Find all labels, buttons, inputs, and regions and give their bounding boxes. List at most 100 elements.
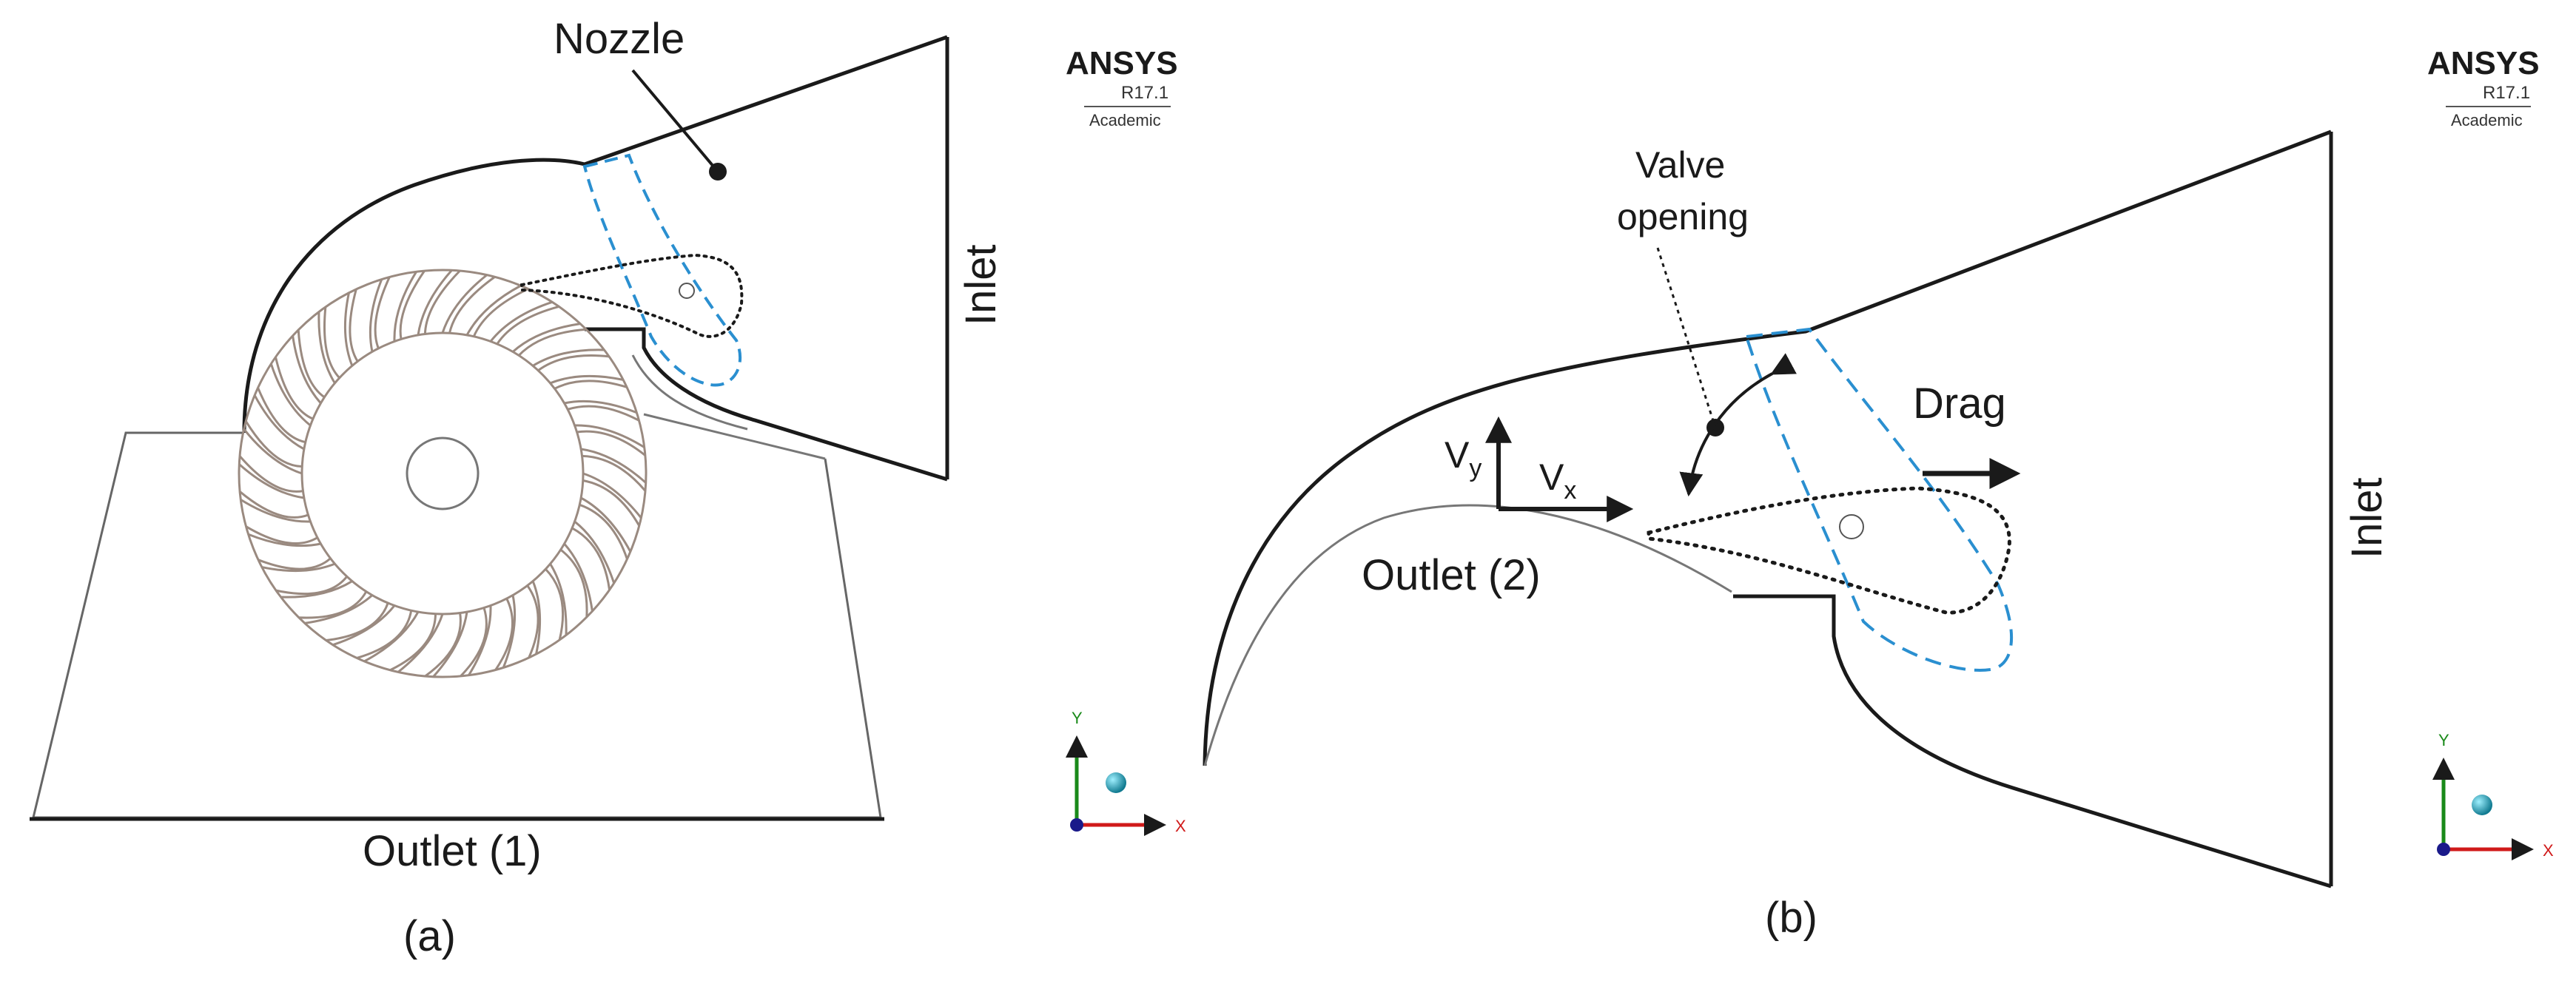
svg-text:X: X: [2543, 841, 2554, 860]
impeller-blade: [563, 543, 593, 612]
svg-text:Y: Y: [1072, 709, 1083, 727]
impeller-blade: [397, 613, 444, 673]
impeller-blade: [559, 548, 588, 618]
nozzle-lower-wall-a: [585, 327, 948, 482]
impeller-blade: [549, 374, 624, 385]
impeller-blade: [580, 448, 647, 484]
impeller-blade: [253, 394, 305, 451]
impeller-blade: [417, 269, 453, 336]
outlet-2-label: Outlet (2): [1362, 551, 1541, 599]
impeller-blade: [297, 329, 326, 399]
caption-b: (b): [1765, 894, 1817, 942]
impeller-blade: [564, 400, 637, 414]
vy-label: Vy: [1445, 434, 1482, 482]
impeller-blade: [424, 613, 462, 678]
axis-triad-a: Y X: [1066, 709, 1186, 836]
impeller-blade: [567, 405, 640, 422]
impeller-blade: [349, 289, 359, 363]
impeller: [238, 269, 648, 678]
impeller-blade: [571, 527, 611, 590]
impeller-blade: [518, 328, 587, 357]
impeller-blade: [389, 613, 437, 672]
impeller-blade: [280, 580, 353, 599]
impeller-blade: [549, 563, 568, 636]
impeller-blade: [582, 454, 647, 492]
valve-dotted-b: [1647, 486, 2011, 615]
impeller-blade: [243, 428, 303, 475]
impeller-blade: [468, 605, 492, 676]
impeller-blade: [304, 594, 373, 624]
ansys-watermark-b: ANSYS R17.1 Academic: [2427, 45, 2540, 129]
drag-label: Drag: [1913, 380, 2006, 428]
impeller-blade: [317, 311, 336, 384]
housing-right-edge-a: [643, 413, 826, 460]
svg-text:Y: Y: [2438, 731, 2449, 749]
impeller-blade: [496, 306, 559, 345]
impeller-blade: [326, 602, 389, 642]
impeller-blade: [423, 269, 461, 334]
impeller-blade: [579, 503, 628, 560]
caption-a: (a): [403, 912, 456, 960]
impeller-blade: [532, 348, 605, 367]
impeller-blade: [269, 363, 312, 427]
impeller-blade: [258, 557, 332, 570]
impeller-blade: [448, 276, 496, 334]
ansys-watermark-a: ANSYS R17.1 Academic: [1066, 45, 1178, 129]
inlet-label-a: Inlet: [957, 244, 1005, 326]
impeller-blade: [323, 306, 340, 379]
valve-pivot-b: [1839, 514, 1864, 539]
impeller-blade: [343, 292, 354, 367]
inlet-label-b: Inlet: [2343, 477, 2391, 559]
volute-wall-b: [1203, 129, 2332, 766]
valve-opening-leader: [1656, 247, 1717, 428]
impeller-blade: [489, 300, 553, 343]
outlet-1-label: Outlet (1): [363, 827, 542, 875]
valve-opening-label-1: Valve: [1635, 144, 1725, 186]
valve-opening-label-2: opening: [1617, 196, 1749, 237]
impeller-blade: [257, 387, 306, 444]
impeller-blade: [238, 455, 303, 493]
impeller-blade: [576, 430, 646, 456]
impeller-blade: [554, 380, 628, 390]
impeller-blade: [537, 354, 610, 371]
valve-dashed-a: [582, 153, 741, 387]
valve-opening-arc: [1679, 353, 1797, 497]
impeller-blade: [356, 610, 413, 659]
impeller-blade: [240, 499, 311, 523]
vx-label: Vx: [1539, 456, 1576, 505]
impeller-blade: [369, 279, 383, 352]
svg-text:ANSYS: ANSYS: [1066, 45, 1178, 81]
svg-text:Academic: Academic: [1089, 111, 1161, 129]
impeller-blade: [582, 472, 642, 519]
impeller-blade: [399, 270, 426, 340]
volute-wall-a: [242, 35, 948, 434]
impeller-blade: [580, 496, 632, 553]
valve-dotted-a: [520, 253, 744, 338]
impeller-blade: [432, 611, 468, 678]
impeller-blade: [472, 288, 529, 337]
nozzle-inner-wall-a: [631, 354, 748, 431]
impeller-blade: [292, 335, 322, 404]
impeller-blade: [363, 611, 420, 663]
valve-pivot-a: [679, 283, 695, 299]
impeller-blade: [239, 490, 309, 519]
panel-b: Vy Vx Outlet (2) Valve opening Drag Inle…: [1203, 45, 2554, 942]
impeller-blade: [238, 463, 305, 499]
impeller-blade: [244, 420, 303, 468]
impeller-blade: [574, 520, 616, 584]
panel-a: Nozzle Inlet Outlet (1) (a) ANSYS R17.1 …: [30, 15, 1186, 960]
svg-text:R17.1: R17.1: [2483, 83, 2530, 103]
impeller-blade: [460, 607, 488, 677]
impeller-blade: [245, 525, 318, 545]
nozzle-leader: [631, 69, 719, 173]
nozzle-leader-dot: [709, 163, 727, 181]
impeller-blade: [502, 595, 517, 668]
impeller-blade: [298, 590, 368, 619]
svg-text:X: X: [1175, 817, 1186, 835]
nozzle-label: Nozzle: [554, 15, 685, 63]
impeller-blade: [393, 271, 417, 342]
impeller-blade: [374, 276, 391, 349]
impeller-blade: [275, 576, 348, 596]
impeller-blade: [574, 424, 645, 448]
